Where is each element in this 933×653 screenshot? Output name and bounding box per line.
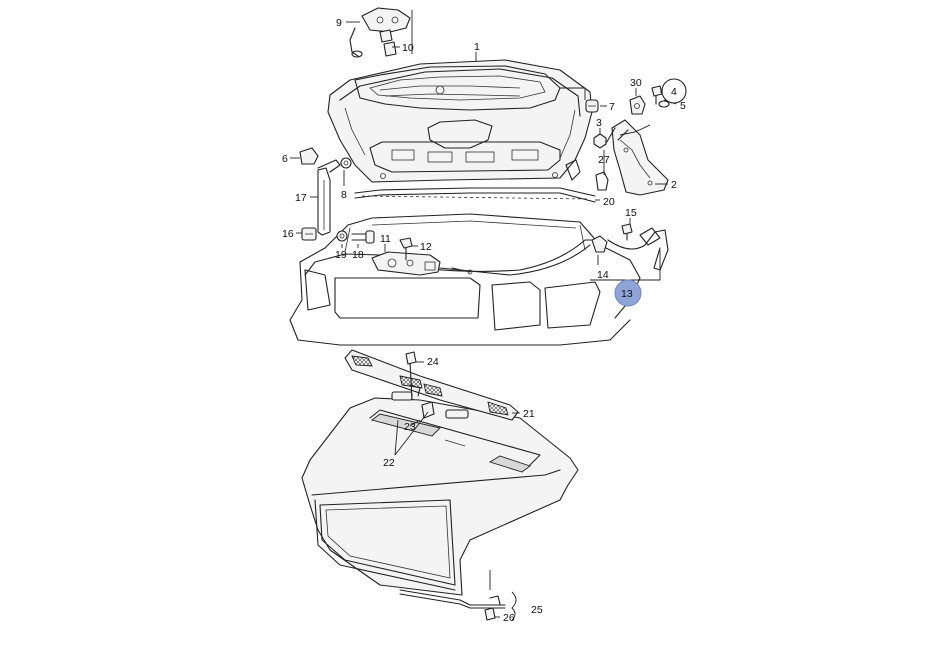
release-lever [591,227,669,271]
callout-23: 23 [404,421,416,433]
clip-8 [340,157,352,169]
callout-11: 11 [380,233,391,245]
callout-8: 8 [341,189,347,201]
callout-20: 20 [603,196,615,208]
nut-19 [336,230,348,242]
callout-13-highlight [614,279,642,307]
stopper-16 [301,227,317,241]
bolt-18 [351,230,375,244]
bracket-27 [565,159,609,191]
callout-25: 25 [531,604,543,616]
callout-4-circle [661,78,687,104]
release-cable [439,244,591,276]
callout-2: 2 [671,179,677,191]
callout-10: 10 [402,42,414,54]
trunk-lid [327,59,593,183]
callout-12: 12 [420,241,432,253]
gas-strut [317,159,341,236]
hinge [604,119,669,196]
callout-21: 21 [523,408,535,420]
callout-3: 3 [596,117,602,129]
callout-5: 5 [680,100,686,112]
hood-rod [399,589,506,621]
callout-18: 18 [352,249,364,261]
callout-15: 15 [625,207,637,219]
callout-24: 24 [427,356,439,368]
callout-27: 27 [598,154,610,166]
seal-strip [354,187,596,203]
callout-19: 19 [335,249,347,261]
grille-strip [344,349,519,421]
nut-3 [593,133,607,149]
callout-26: 26 [503,612,515,624]
callout-1: 1 [474,41,480,53]
washer-5 [658,100,670,108]
callout-6: 6 [282,153,288,165]
callout-14: 14 [597,269,609,281]
front-hood [301,397,579,596]
lock-latch [371,251,441,276]
callout-9: 9 [336,17,342,29]
callout-labels: 1 2 3 4 5 6 7 8 9 10 11 12 13 14 15 16 1… [282,17,687,624]
callout-13: 13 [621,288,633,300]
bumper-7 [585,99,599,113]
callout-22: 22 [383,457,395,469]
callout-7: 7 [609,101,615,113]
bracket-30 [629,95,646,115]
latch-assembly-top [349,7,411,58]
callout-17: 17 [295,192,307,204]
clip-6 [299,147,319,165]
screw-15 [621,223,633,241]
callout-30: 30 [630,77,642,89]
callout-16: 16 [282,228,294,240]
callout-4: 4 [671,86,677,98]
